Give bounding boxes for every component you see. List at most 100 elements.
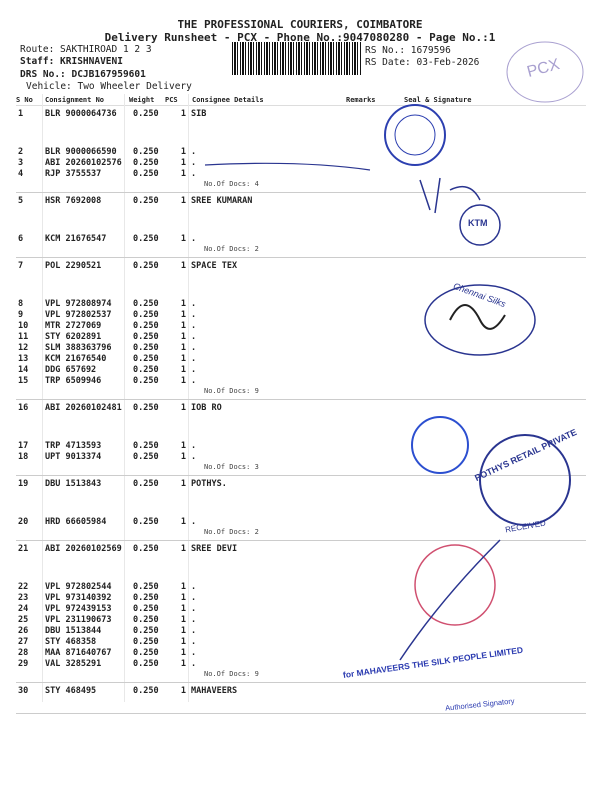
serial-no: 2: [18, 147, 24, 157]
consignee: .: [191, 648, 197, 658]
pcs: 1: [180, 310, 186, 320]
col-consignment: Consignment No: [45, 96, 105, 104]
serial-no: 22: [18, 582, 29, 592]
weight: 0.250: [133, 343, 159, 353]
consignment-no: STY 468358: [45, 637, 97, 647]
runsheet-subtitle: Delivery Runsheet - PCX - Phone No.:9047…: [104, 31, 496, 44]
weight: 0.250: [133, 147, 159, 157]
weight: 0.250: [133, 615, 159, 625]
pcs: 1: [180, 637, 186, 647]
serial-no: 6: [18, 234, 24, 244]
serial-no: 3: [18, 158, 24, 168]
consignee: .: [191, 441, 197, 451]
consignment-no: BLR 9000064736: [45, 109, 117, 119]
pcs: 1: [180, 615, 186, 625]
serial-no: 24: [18, 604, 29, 614]
col-remarks: Remarks: [346, 96, 376, 104]
col-seal: Seal & Signature: [404, 96, 472, 104]
serial-no: 19: [18, 479, 29, 489]
pcs: 1: [180, 582, 186, 592]
chennai-silks-stamp: [424, 284, 536, 356]
serial-no: 20: [18, 517, 29, 527]
consignee: .: [191, 593, 197, 603]
pcs: 1: [180, 517, 186, 527]
serial-no: 9: [18, 310, 24, 320]
weight: 0.250: [133, 686, 159, 696]
vehicle: Vehicle: Two Wheeler Delivery: [26, 81, 192, 92]
serial-no: 7: [18, 261, 24, 271]
pcs: 1: [180, 659, 186, 669]
consignee: .: [191, 365, 197, 375]
consignment-no: ABI 20260102481: [45, 403, 122, 413]
weight: 0.250: [133, 441, 159, 451]
serial-no: 28: [18, 648, 29, 658]
consignee: .: [191, 452, 197, 462]
weight: 0.250: [133, 196, 159, 206]
serial-no: 1: [18, 109, 24, 119]
serial-no: 26: [18, 626, 29, 636]
serial-no: 8: [18, 299, 24, 309]
pcs: 1: [180, 343, 186, 353]
docs-count: No.Of Docs: 2: [204, 245, 259, 253]
consignment-no: VPL 972802537: [45, 310, 112, 320]
col-consignee: Consignee Details: [192, 96, 264, 104]
consignment-no: SLM 388363796: [45, 343, 112, 353]
consignment-no: KCM 21676547: [45, 234, 107, 244]
weight: 0.250: [133, 593, 159, 603]
consignee: .: [191, 310, 197, 320]
consignment-no: ABI 20260102569: [45, 544, 122, 554]
staff: Staff: KRISHNAVENI: [20, 56, 123, 67]
consignee: POTHYS.: [191, 479, 227, 489]
pothys-stamp: [479, 434, 571, 526]
weight: 0.250: [133, 659, 159, 669]
consignee: .: [191, 147, 197, 157]
consignee: .: [191, 582, 197, 592]
consignment-no: TRP 4713593: [45, 441, 102, 451]
pcs: 1: [180, 544, 186, 554]
consignee: .: [191, 299, 197, 309]
serial-no: 30: [18, 686, 29, 696]
pcs: 1: [180, 299, 186, 309]
col-weight: Weight: [129, 96, 155, 104]
consignment-no: TRP 6509946: [45, 376, 102, 386]
weight: 0.250: [133, 376, 159, 386]
col-pcs: PCS: [165, 96, 178, 104]
consignee: MAHAVEERS: [191, 686, 238, 696]
consignee: SIB: [191, 109, 207, 119]
signature: [419, 177, 481, 214]
pcs: 1: [180, 109, 186, 119]
bank-stamp-2: [411, 416, 469, 474]
docs-count: No.Of Docs: 3: [204, 463, 259, 471]
weight: 0.250: [133, 648, 159, 658]
consignment-no: POL 2290521: [45, 261, 102, 271]
docs-count: No.Of Docs: 2: [204, 528, 259, 536]
weight: 0.250: [133, 158, 159, 168]
consignee: .: [191, 659, 197, 669]
serial-no: 27: [18, 637, 29, 647]
serial-no: 29: [18, 659, 29, 669]
consignment-no: HSR 7692008: [45, 196, 102, 206]
table-header: S No Consignment No Weight PCS Consignee…: [16, 94, 586, 106]
pcx-stamp: [506, 41, 584, 103]
serial-no: 10: [18, 321, 29, 331]
ktm-stamp: [459, 204, 501, 246]
pcs: 1: [180, 479, 186, 489]
weight: 0.250: [133, 479, 159, 489]
pcs: 1: [180, 261, 186, 271]
barcode: [232, 42, 362, 75]
weight: 0.250: [133, 626, 159, 636]
